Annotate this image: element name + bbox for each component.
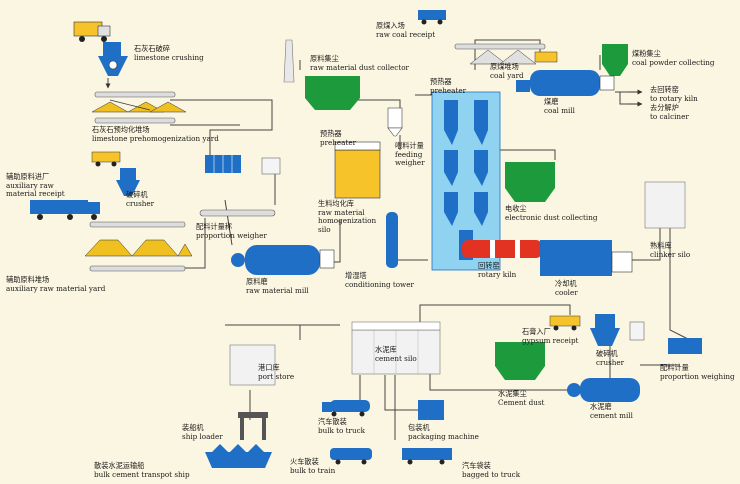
cement-silo-icon (351, 321, 441, 375)
label-rotary-kiln: 回转窑 rotary kiln (478, 261, 517, 279)
label-bulk-ship: 散装水泥运输船 bulk cement transpot ship (94, 461, 190, 479)
label-coal-mill: 煤磨 coal mill (544, 97, 575, 115)
bulk-ship-icon (205, 444, 272, 468)
coal-powder-collector-icon (602, 44, 628, 76)
coal-yard (454, 43, 558, 65)
label-proportion-weighing: 配料计量 proportion weighing (660, 363, 735, 381)
aux-yard (84, 221, 193, 272)
label-aux-crusher: 破碎机 crusher (126, 190, 155, 208)
coal-mill-icon (516, 70, 615, 96)
aux-crusher-icon (91, 151, 140, 196)
label-bulk-truck: 汽车散装 bulk to truck (318, 417, 366, 435)
chimney-icon (283, 39, 295, 83)
label-limestone-yard: 石灰石预均化堆场 limestone prehomogenization yar… (92, 125, 219, 143)
label-cement-silo: 水泥库 cement silo (375, 345, 417, 363)
limestone-yard (91, 91, 187, 124)
coal-receipt-truck-icon (418, 10, 446, 25)
label-cement-dust: 水泥集尘 Cement dust (498, 389, 545, 407)
label-to-calciner: 去分解炉 to calciner (650, 103, 689, 121)
label-cooler: 冷却机 cooler (555, 279, 578, 297)
label-coal-receipt: 原煤入场 raw coal receipt (376, 21, 436, 39)
label-aux-receipt: 辅助原料进厂 auxiliary raw material receipt (6, 172, 65, 199)
port-store-icon (229, 344, 276, 386)
label-raw-dust: 原料集尘 raw material dust collector (310, 54, 409, 72)
proportion-weighing-icon (668, 338, 702, 354)
label-preheater-left: 预热器 preheater (320, 129, 357, 147)
conditioning-tower-icon (386, 212, 398, 268)
label-aux-yard: 辅助原料堆场 auxiliary raw material yard (6, 275, 106, 293)
label-bagged-truck: 汽车袋装 bagged to truck (462, 461, 521, 479)
feeding-weigher-icon (387, 107, 403, 137)
cement-dust-collector-icon (495, 342, 545, 380)
gypsum-crusher-icon (590, 314, 645, 346)
label-cement-mill: 水泥磨 cement mill (590, 402, 633, 420)
clinker-silo-icon (644, 181, 686, 229)
packaging-machine-icon (418, 400, 444, 420)
label-bulk-train: 火车散装 bulk to train (290, 457, 336, 475)
ship-loader-icon (238, 412, 268, 440)
label-limestone-crushing: 石灰石破碎 limestone crushing (134, 44, 204, 62)
label-gypsum-receipt: 石膏入厂 gypsum receipt (522, 327, 579, 345)
label-proportion-weigher: 配料计量称 proportion weigher (196, 222, 267, 240)
homogenization-silo-icon (334, 141, 381, 199)
cooler-icon (540, 240, 633, 276)
label-ship-loader: 装船机 ship loader (182, 423, 223, 441)
aux-material-truck-icon (30, 200, 100, 220)
rotary-kiln-icon (462, 240, 542, 258)
bulk-truck-icon (322, 400, 370, 417)
label-preheater-top: 预热器 preheater (430, 77, 467, 95)
label-conditioning-tower: 增湿塔 conditioning tower (345, 271, 414, 289)
limestone-crusher-icon (98, 42, 128, 76)
limestone-truck-icon (73, 21, 111, 42)
label-port-store: 港口库 port store (258, 363, 295, 381)
label-to-kiln: 去回转窑 to rotary kiln (650, 85, 698, 103)
label-packaging: 包装机 packaging machine (408, 423, 479, 441)
label-feeding-weigher: 喂料计量 feeding weigher (395, 141, 425, 168)
bagged-truck-icon (402, 448, 452, 465)
gypsum-truck-icon (549, 315, 581, 331)
label-gypsum-crusher: 破碎机 crusher (596, 349, 625, 367)
bulk-train-icon (330, 448, 372, 465)
label-homogenization-silo: 生料均化库 raw material homogenization silo (318, 199, 377, 234)
proportion-weigher-icon (199, 155, 281, 217)
label-electronic-dust: 电收尘 electronic dust collecting (505, 204, 598, 222)
cement-mill-icon (567, 378, 640, 402)
label-clinker-silo: 熟料库 clinker silo (650, 241, 691, 259)
label-coal-yard: 原煤堆场 coal yard (490, 62, 524, 80)
label-raw-mill: 原料磨 raw material mill (246, 277, 309, 295)
electronic-dust-collector-icon (505, 162, 555, 202)
raw-mill-icon (231, 245, 335, 275)
label-coal-powder: 煤粉集尘 coal powder collecting (632, 49, 715, 67)
raw-dust-collector-icon (305, 76, 360, 110)
